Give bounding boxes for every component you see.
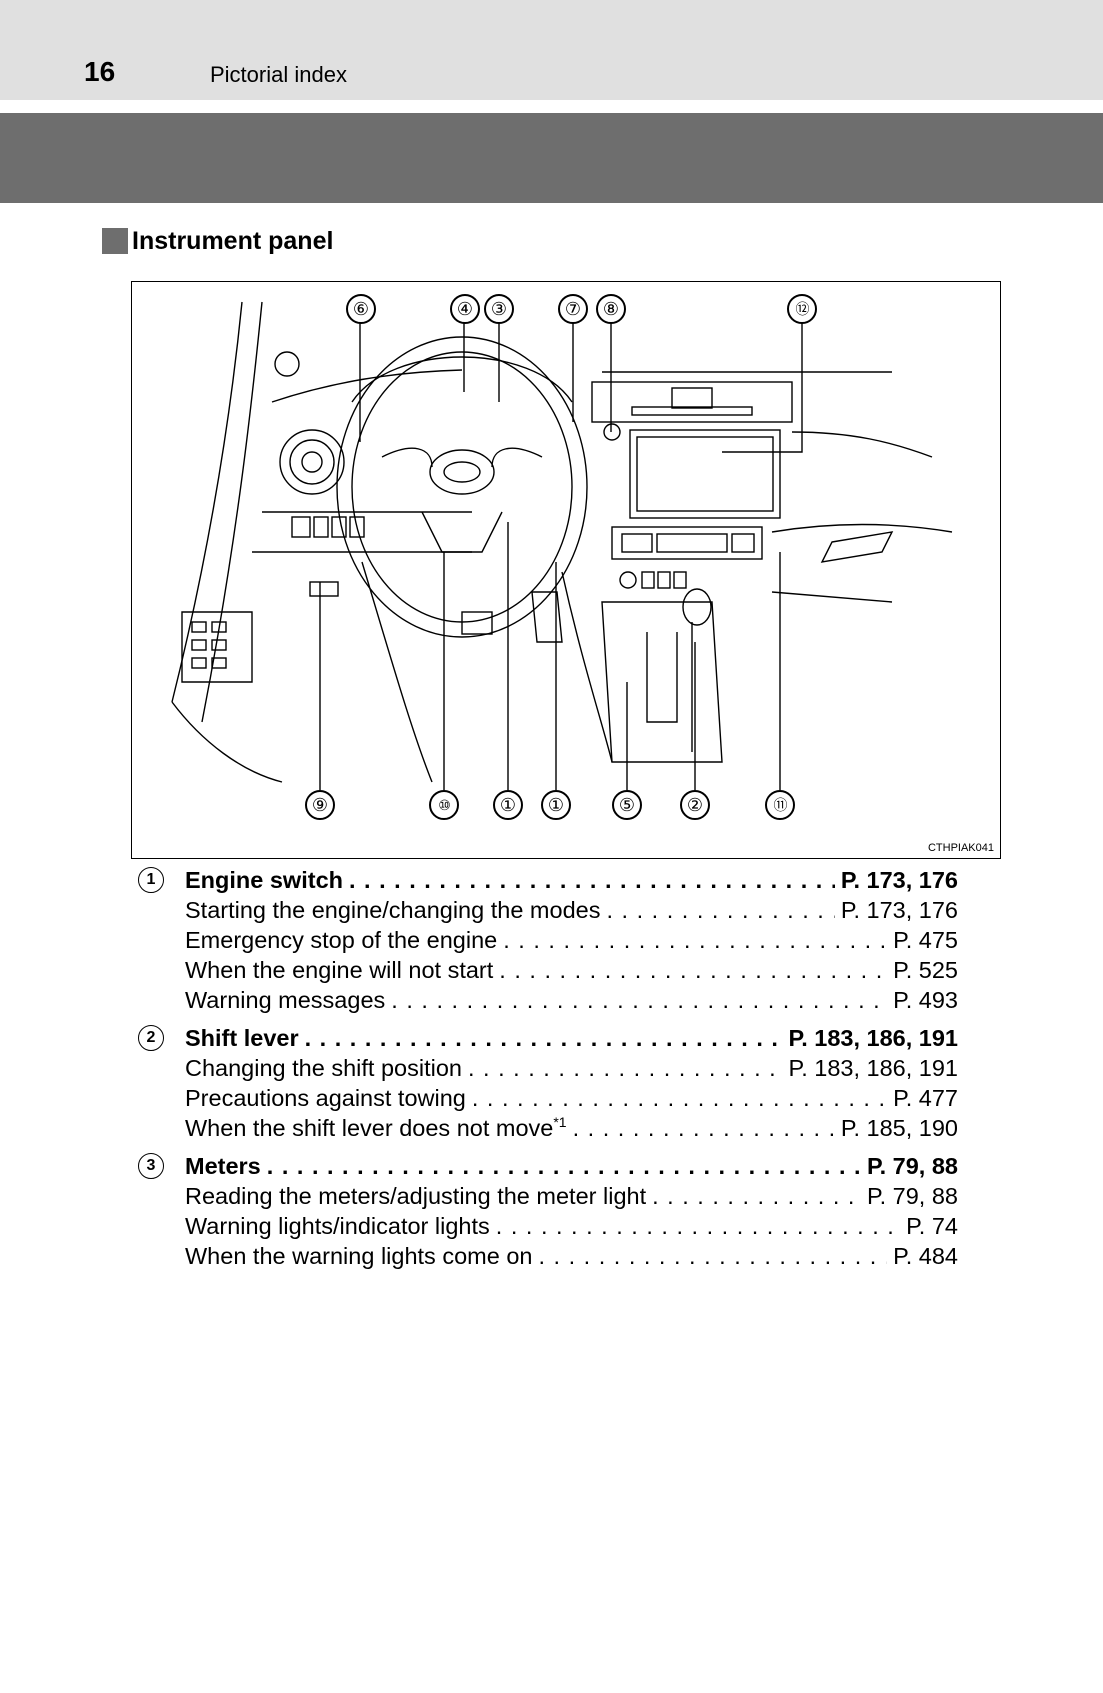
square-bullet-icon	[102, 228, 128, 254]
callout-11-bottom: ⑪	[765, 790, 795, 820]
entry-label: Shift lever	[185, 1024, 299, 1051]
page-reference: P. 475	[893, 926, 958, 953]
entry-label: Warning messages	[185, 986, 386, 1013]
entry-label: Warning lights/indicator lights	[185, 1212, 490, 1239]
instrument-panel-figure: ⑥ ④ ③ ⑦ ⑧ ⑫ ⑨ ⑩ ① ① ⑤ ② ⑪ CTHPIAK041	[131, 281, 1001, 859]
index-entry-sub[interactable]: Starting the engine/changing the modes P…	[138, 895, 958, 925]
page-reference: P. 79, 88	[866, 1152, 958, 1179]
callout-2-bottom: ②	[680, 790, 710, 820]
page-reference: P. 493	[893, 986, 958, 1013]
index-entry-main[interactable]: 3 Meters P. 79, 88	[138, 1151, 958, 1181]
page-reference: P. 477	[893, 1084, 958, 1111]
entry-label: Meters	[185, 1152, 261, 1179]
dot-leader	[468, 1055, 783, 1082]
dot-leader	[652, 1183, 861, 1210]
callout-4-top: ④	[450, 294, 480, 324]
item-number-badge: 1	[138, 867, 164, 893]
page-reference: P. 173, 176	[840, 866, 958, 893]
dot-leader	[391, 987, 887, 1014]
index-group-shift-lever: 2 Shift lever P. 183, 186, 191 Changing …	[138, 1023, 958, 1143]
subsection-heading: Instrument panel	[102, 226, 333, 256]
entry-label: When the engine will not start	[185, 956, 494, 983]
dot-leader	[606, 897, 834, 924]
page-reference: P. 525	[893, 956, 958, 983]
dot-leader	[503, 927, 887, 954]
index-entry-sub[interactable]: Warning messages P. 493	[138, 985, 958, 1015]
index-group-engine-switch: 1 Engine switch P. 173, 176 Starting the…	[138, 865, 958, 1015]
subsection-title: Instrument panel	[132, 226, 334, 255]
page-reference: P. 484	[893, 1242, 958, 1269]
dot-leader	[496, 1213, 900, 1240]
footnote-marker: *1	[553, 1114, 567, 1131]
callout-12-top: ⑫	[787, 294, 817, 324]
index-entry-sub[interactable]: When the shift lever does not move*1 P. …	[138, 1113, 958, 1143]
callout-10-bottom: ⑩	[429, 790, 459, 820]
dot-leader	[499, 957, 887, 984]
callout-7-top: ⑦	[558, 294, 588, 324]
index-entry-main[interactable]: 1 Engine switch P. 173, 176	[138, 865, 958, 895]
item-number-badge: 3	[138, 1153, 164, 1179]
page-reference: P. 183, 186, 191	[788, 1054, 958, 1081]
page-reference: P. 74	[906, 1212, 958, 1239]
callout-1-bottom-b: ①	[541, 790, 571, 820]
index-entry-sub[interactable]: Reading the meters/adjusting the meter l…	[138, 1181, 958, 1211]
index-entry-sub[interactable]: Emergency stop of the engine P. 475	[138, 925, 958, 955]
callout-8-top: ⑧	[596, 294, 626, 324]
index-entry-sub[interactable]: Precautions against towing P. 477	[138, 1083, 958, 1113]
dot-leader	[349, 867, 835, 894]
index-entry-main[interactable]: 2 Shift lever P. 183, 186, 191	[138, 1023, 958, 1053]
page-reference: P. 173, 176	[840, 896, 958, 923]
dot-leader	[305, 1025, 783, 1052]
page-reference: P. 185, 190	[840, 1114, 958, 1141]
callout-3-top: ③	[484, 294, 514, 324]
entry-label-text: When the shift lever does not move	[185, 1114, 554, 1141]
entry-label: Precautions against towing	[185, 1084, 466, 1111]
index-group-meters: 3 Meters P. 79, 88 Reading the meters/ad…	[138, 1151, 958, 1271]
entry-label: Reading the meters/adjusting the meter l…	[185, 1182, 647, 1209]
dashboard-line-drawing	[171, 301, 953, 790]
dot-leader	[267, 1153, 861, 1180]
entry-label: Starting the engine/changing the modes	[185, 896, 601, 923]
entry-label: Engine switch	[185, 866, 343, 893]
index-entry-sub[interactable]: When the warning lights come on P. 484	[138, 1241, 958, 1271]
page-reference: P. 79, 88	[866, 1182, 958, 1209]
callout-1-bottom-a: ①	[493, 790, 523, 820]
index-entry-sub[interactable]: Changing the shift position P. 183, 186,…	[138, 1053, 958, 1083]
dot-leader	[472, 1085, 887, 1112]
section-title: Pictorial index	[210, 62, 347, 87]
page-number: 16	[84, 56, 116, 87]
dot-leader	[538, 1243, 887, 1270]
entry-label: When the warning lights come on	[185, 1242, 533, 1269]
item-number-badge: 2	[138, 1025, 164, 1051]
callout-6-top: ⑥	[346, 294, 376, 324]
callout-5-bottom: ⑤	[612, 790, 642, 820]
page-reference: P. 183, 186, 191	[788, 1024, 958, 1051]
index-entry-sub[interactable]: Warning lights/indicator lights P. 74	[138, 1211, 958, 1241]
header-band	[0, 0, 1103, 100]
entry-label: Emergency stop of the engine	[185, 926, 498, 953]
entry-label: Changing the shift position	[185, 1054, 462, 1081]
figure-code: CTHPIAK041	[927, 842, 994, 854]
dot-leader	[573, 1115, 835, 1142]
callout-9-bottom: ⑨	[305, 790, 335, 820]
entry-label: When the shift lever does not move*1	[138, 1114, 567, 1142]
index-entry-sub[interactable]: When the engine will not start P. 525	[138, 955, 958, 985]
index-list: 1 Engine switch P. 173, 176 Starting the…	[138, 865, 958, 1279]
section-banner	[0, 113, 1103, 203]
